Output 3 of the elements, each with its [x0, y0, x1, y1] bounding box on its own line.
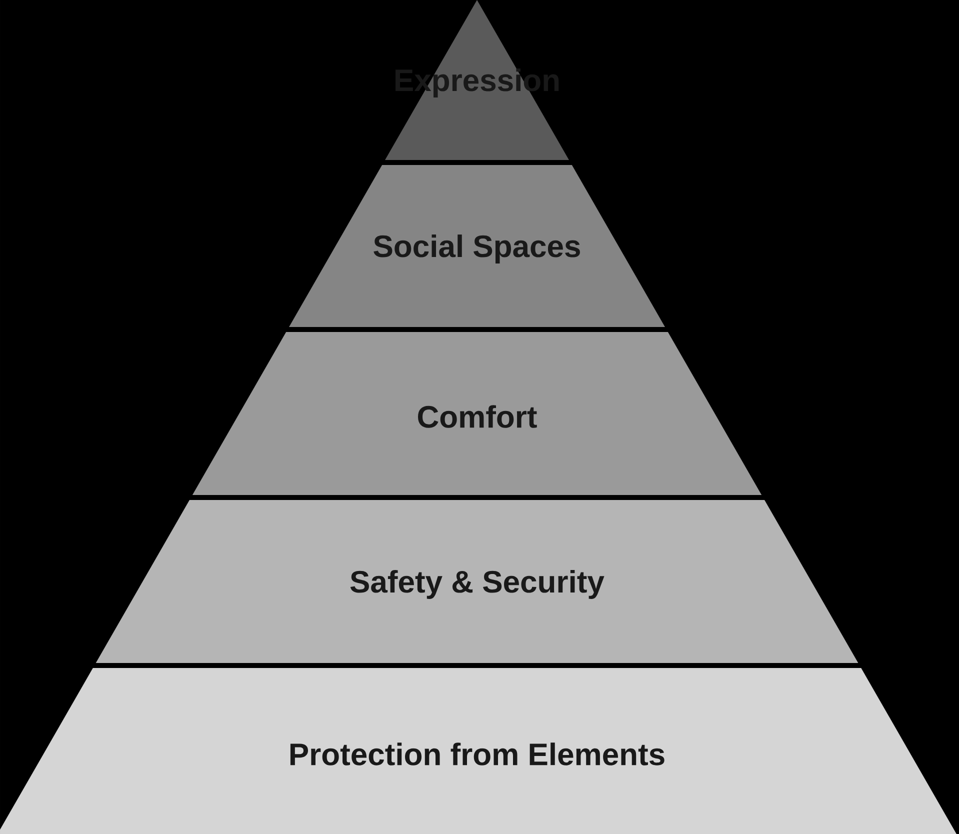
pyramid-level: Safety & Security — [96, 500, 858, 663]
pyramid-level: Comfort — [192, 332, 762, 495]
pyramid-level: Social Spaces — [289, 165, 665, 327]
